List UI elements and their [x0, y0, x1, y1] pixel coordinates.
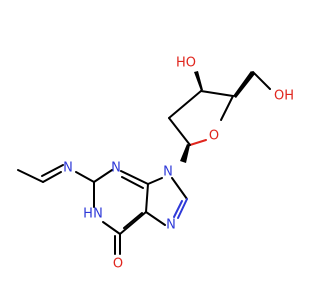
n1-label: N — [93, 207, 103, 222]
hydroxyl-right-label: OH — [274, 89, 294, 104]
bond-o-c1 — [189, 139, 207, 146]
bond-ch-ch3 — [17, 169, 44, 183]
purine-base — [93, 169, 188, 255]
n1-hydrogen-label: H — [83, 207, 93, 222]
molecule-structure: O HO OH N N N N N H O — [17, 56, 294, 272]
bond-c4-n3 — [120, 170, 149, 185]
bond-c6-c5-double — [123, 212, 143, 229]
bond-imine-n-ch — [42, 171, 62, 183]
bond-c4-o — [220, 95, 234, 121]
n7-label: N — [166, 218, 176, 233]
n9-label: N — [163, 165, 173, 180]
ring-oxygen-label: O — [209, 129, 219, 144]
carbonyl-oxygen-label: O — [113, 257, 123, 272]
wedge-c4-c5 — [233, 71, 255, 98]
bond-c8-n7-double — [173, 200, 183, 218]
hydroxyl-top-label: HO — [176, 56, 196, 71]
bond-n1-c6 — [102, 221, 121, 235]
bond-c6-c5 — [119, 211, 147, 235]
bond-c2-c3 — [168, 90, 202, 119]
bond-c4-n3-double — [121, 176, 144, 189]
atom-labels: O HO OH N N N N N H O — [63, 56, 294, 272]
bond-c1-c2 — [168, 117, 191, 146]
ethylideneamino-group — [17, 164, 95, 183]
bond-n7-c5 — [145, 211, 166, 226]
wedge-c3-oh — [194, 71, 203, 91]
bond-imine-double — [41, 164, 64, 177]
wedge-c1-n9 — [180, 144, 190, 163]
bond-c5-ch2 — [252, 71, 271, 90]
bond-c5-c4 — [145, 183, 149, 213]
bond-c8-n7 — [177, 198, 188, 219]
bond-c3-c4 — [200, 90, 234, 97]
bond-n9-c8 — [171, 177, 188, 200]
bond-c2-imine-n — [75, 171, 95, 183]
sugar-ring — [168, 71, 271, 163]
n3-label: N — [111, 161, 121, 176]
bond-n3-c2 — [93, 169, 113, 183]
bond-c4-n9 — [147, 177, 163, 185]
imine-n-label: N — [63, 161, 73, 176]
